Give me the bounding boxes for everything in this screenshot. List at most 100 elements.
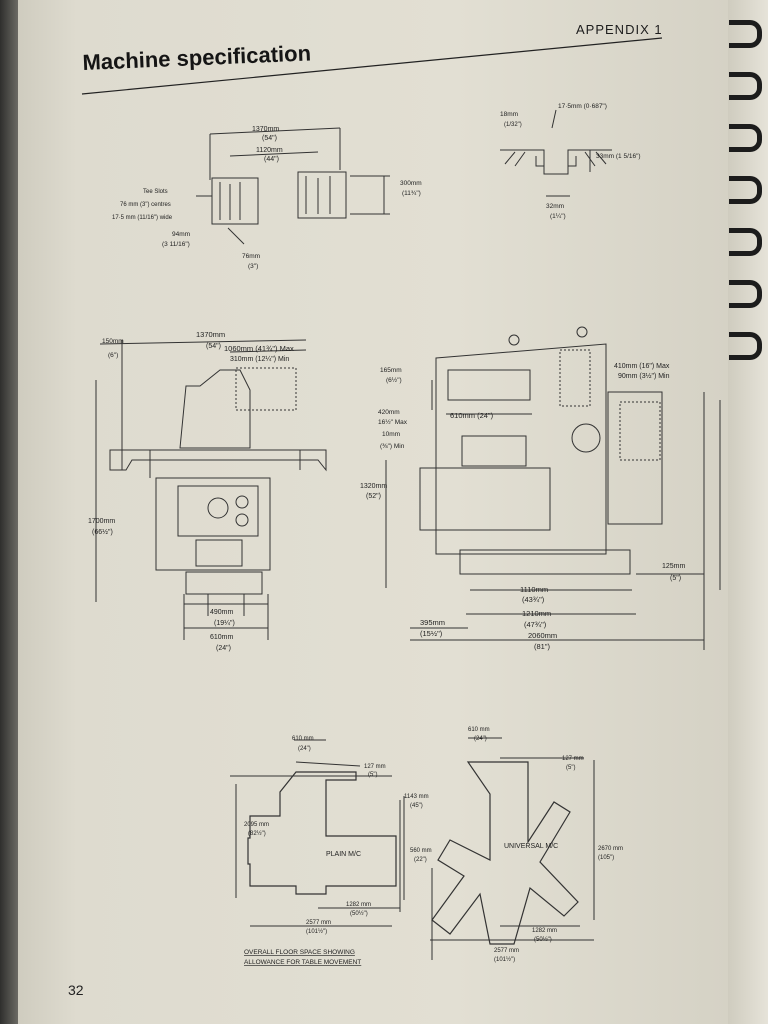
binding-ring xyxy=(729,124,762,152)
binding-ring xyxy=(729,72,762,100)
plain-base: 1282 mm xyxy=(346,902,371,908)
side-total: 2060mm xyxy=(528,631,557,640)
side-spindle-min: 90mm (3½") Min xyxy=(618,372,670,380)
side-table-width: 610mm (24") xyxy=(450,411,494,420)
side-total-in: (81") xyxy=(534,642,551,651)
side-knee-min: 10mm xyxy=(382,431,400,438)
front-view-drawing xyxy=(95,339,327,640)
universal-base-in: (50½") xyxy=(534,936,552,943)
universal-mid: 560 mm xyxy=(410,848,432,854)
universal-width: 610 mm xyxy=(468,727,490,733)
floor-plan-plain xyxy=(247,771,397,895)
slot-bottom-in: (1¼") xyxy=(550,213,566,220)
front-max: 1060mm (41¾") Max xyxy=(224,344,294,353)
side-offset-in: (5") xyxy=(670,575,681,582)
side-view-drawing xyxy=(385,326,721,650)
front-base: 490mm xyxy=(210,609,234,616)
universal-width-in: (24") xyxy=(474,736,487,742)
side-spindle-max: 410mm (16") Max xyxy=(614,363,670,370)
side-knee-min-in: (⅜") Min xyxy=(380,443,405,450)
table-width: 300mm xyxy=(400,180,422,187)
side-left: 395mm xyxy=(420,618,445,627)
plain-base-in: (50½") xyxy=(350,910,368,917)
universal-machine-label: UNIVERSAL M/C xyxy=(504,843,558,850)
side-height: 1320mm xyxy=(360,483,387,490)
table-centres: 1120mm xyxy=(256,147,283,154)
table-length-in: (54") xyxy=(262,135,277,142)
side-mid-in: (47¾") xyxy=(524,620,547,629)
plain-width-in: (24") xyxy=(298,746,311,752)
page-number: 32 xyxy=(68,982,84,998)
spiral-binding xyxy=(728,0,768,1024)
universal-depth-in: (105") xyxy=(598,855,614,861)
side-offset: 125mm xyxy=(662,563,686,570)
front-foot: 610mm xyxy=(210,634,234,641)
slot-pitch: 76mm xyxy=(242,253,260,260)
binding-ring xyxy=(729,332,762,360)
slot-depth-in: (1/32") xyxy=(504,122,522,128)
universal-offset-in: (5") xyxy=(566,765,575,771)
side-base: 1110mm xyxy=(520,585,548,594)
plain-total: 2577 mm xyxy=(306,920,331,926)
plain-total-in: (101½") xyxy=(306,928,327,935)
floor-caption-line2: ALLOWANCE FOR TABLE MOVEMENT xyxy=(244,959,361,966)
side-height-in: (52") xyxy=(366,493,381,500)
floor-plan-universal-dims xyxy=(403,737,595,960)
side-knee-max: 420mm xyxy=(378,409,400,416)
side-mid: 1210mm xyxy=(522,609,551,618)
plain-depth-in: (82½") xyxy=(248,830,266,837)
universal-total: 2577 mm xyxy=(494,948,519,954)
tee-wide-label: 17·5 mm (11/16") wide xyxy=(112,215,173,221)
plain-offset: 127 mm xyxy=(364,764,386,770)
front-height: 1700mm xyxy=(88,518,115,525)
table-width-in: (11¾") xyxy=(402,190,421,197)
binding-ring xyxy=(729,280,762,308)
universal-mid-in: (22") xyxy=(414,857,427,863)
binding-ring xyxy=(729,176,762,204)
universal-offset: 127 mm xyxy=(562,756,584,762)
front-foot-in: (24") xyxy=(216,645,231,652)
slot-detail-diagram xyxy=(500,109,612,197)
title-rule xyxy=(81,37,663,95)
floor-plan-universal xyxy=(431,761,579,945)
plain-offset-in: (5") xyxy=(368,772,377,778)
slot-width: 17·5mm (0·687") xyxy=(558,103,607,110)
side-top: 165mm xyxy=(380,367,402,374)
slot-pitch-in: (3") xyxy=(248,263,258,270)
side-base-in: (43¾") xyxy=(522,595,545,604)
binding-shadow xyxy=(0,0,18,1024)
plain-width: 610 mm xyxy=(292,736,314,742)
tee-centres-label: 76 mm (3") centres xyxy=(120,202,171,208)
document-page xyxy=(18,0,748,1024)
floor-plan-plain-dims xyxy=(230,739,401,927)
universal-base: 1282 mm xyxy=(532,928,557,934)
table-centres-in: (44") xyxy=(264,156,279,163)
slot-depth: 18mm xyxy=(500,111,518,118)
table-diagram xyxy=(196,127,390,245)
floor-caption-line1: OVERALL FLOOR SPACE SHOWING xyxy=(244,949,355,956)
universal-total-in: (101½") xyxy=(494,956,515,963)
front-overhang: 150mm xyxy=(102,338,124,345)
plain-depth: 2095 mm xyxy=(244,822,269,828)
universal-top-in: (45") xyxy=(410,803,423,809)
binding-ring xyxy=(729,228,762,256)
plain-machine-label: PLAIN M/C xyxy=(326,851,361,858)
table-length: 1370mm xyxy=(252,126,279,133)
table-edge: 94mm xyxy=(172,231,190,238)
front-table: 1370mm xyxy=(196,330,225,339)
side-left-in: (15½") xyxy=(420,629,443,638)
front-base-in: (19¼") xyxy=(214,620,235,627)
binding-ring xyxy=(729,20,762,48)
slot-height: 33mm (1 5/16") xyxy=(596,153,641,160)
universal-top: 1143 mm xyxy=(404,794,429,800)
side-top-in: (6½") xyxy=(386,376,402,384)
appendix-heading: APPENDIX 1 xyxy=(576,22,663,37)
front-height-in: (66½") xyxy=(92,528,113,536)
table-edge-in: (3 11/16") xyxy=(162,241,190,248)
front-table-in: (54") xyxy=(206,343,221,350)
front-min: 310mm (12¼") Min xyxy=(230,356,289,363)
front-overhang-in: (6") xyxy=(108,352,118,359)
universal-depth: 2670 mm xyxy=(598,846,623,852)
tee-slots-label: Tee Slots xyxy=(143,189,168,195)
